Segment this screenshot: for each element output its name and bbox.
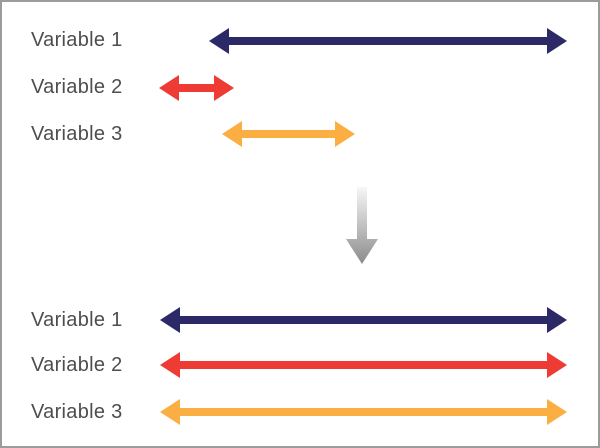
variable-1-label-after: Variable 1 [31, 309, 123, 331]
variable-2-label-after: Variable 2 [31, 354, 123, 376]
variable-3-label-before: Variable 3 [31, 123, 123, 145]
variable-2-range-arrow-before [159, 75, 234, 101]
transform-down-arrow-icon [346, 187, 378, 264]
variable-2-label-before: Variable 2 [31, 76, 123, 98]
variable-3-range-arrow-before [222, 121, 355, 147]
variable-3-range-arrow-after [160, 399, 567, 425]
variable-3-label-after: Variable 3 [31, 401, 123, 423]
variable-1-range-arrow-after [160, 307, 567, 333]
variable-2-range-arrow-after [160, 352, 567, 378]
variable-1-label-before: Variable 1 [31, 29, 123, 51]
variable-1-range-arrow-before [209, 28, 567, 54]
